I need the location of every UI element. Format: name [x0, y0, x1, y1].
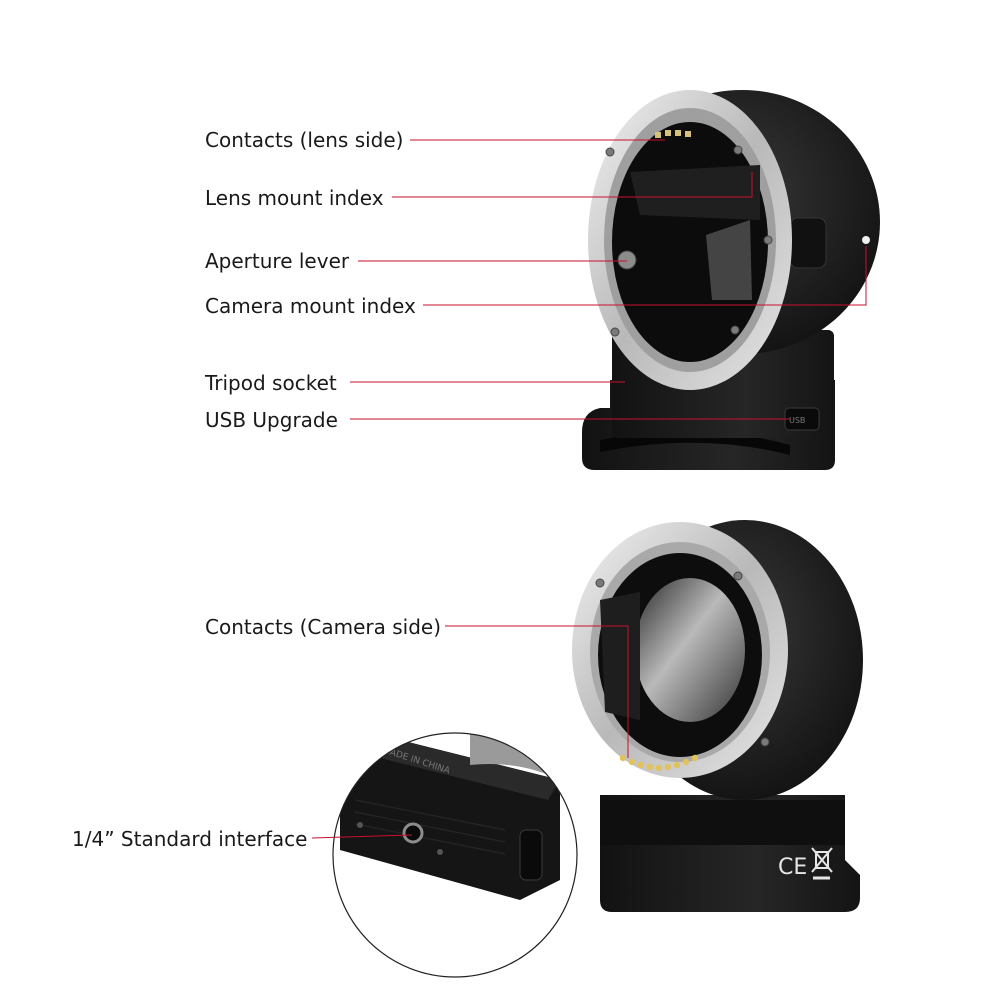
- bottom-base-band: [600, 800, 845, 845]
- label-contacts-camera-side: Contacts (Camera side): [205, 615, 442, 639]
- leader-contacts-camera: [445, 625, 629, 758]
- bottom-mount-screws: [595, 571, 770, 747]
- top-adapter: USB: [582, 90, 880, 470]
- camera-side-contacts: [619, 754, 699, 772]
- bottom-view-inset: MADE IN CHINA: [332, 732, 578, 978]
- ce-mark: CE: [778, 855, 807, 880]
- bottom-throat-baffle: [600, 592, 640, 720]
- tripod-thread-hole: [402, 822, 424, 844]
- inset-foot-edge: [372, 735, 560, 800]
- bottom-throat-glass: [635, 578, 745, 722]
- lens-side-contacts: [655, 130, 691, 138]
- bottom-adapter: CE: [572, 520, 863, 912]
- usb-port-text: USB: [789, 416, 805, 425]
- aperture-lever: [617, 250, 637, 270]
- top-mount-screws: [605, 145, 773, 337]
- leader-camera-index: [423, 246, 867, 306]
- camera-mount-index-dot: [862, 236, 870, 244]
- label-camera-mount-index: Camera mount index: [205, 294, 416, 318]
- leader-standard-interface: [311, 834, 413, 839]
- inset-usb-port: [519, 829, 543, 881]
- label-lens-mount-index: Lens mount index: [205, 186, 384, 210]
- weee-icon: [811, 847, 833, 880]
- inset-screw-left: [357, 822, 363, 828]
- inset-screw-right: [437, 849, 443, 855]
- label-aperture-lever: Aperture lever: [205, 249, 350, 273]
- lens-release-button: [789, 217, 827, 269]
- label-standard-interface: 1/4” Standard interface: [72, 827, 308, 851]
- leader-lens-index: [392, 172, 753, 198]
- top-throat-glass: [706, 220, 752, 300]
- label-usb-upgrade: USB Upgrade: [205, 408, 338, 432]
- inset-plate-ribs: [354, 799, 506, 855]
- leader-lines: [311, 139, 867, 839]
- inset-border: [332, 732, 578, 978]
- top-throat-baffle: [630, 165, 760, 220]
- label-contacts-lens-side: Contacts (lens side): [205, 128, 404, 152]
- label-tripod-socket: Tripod socket: [205, 371, 337, 395]
